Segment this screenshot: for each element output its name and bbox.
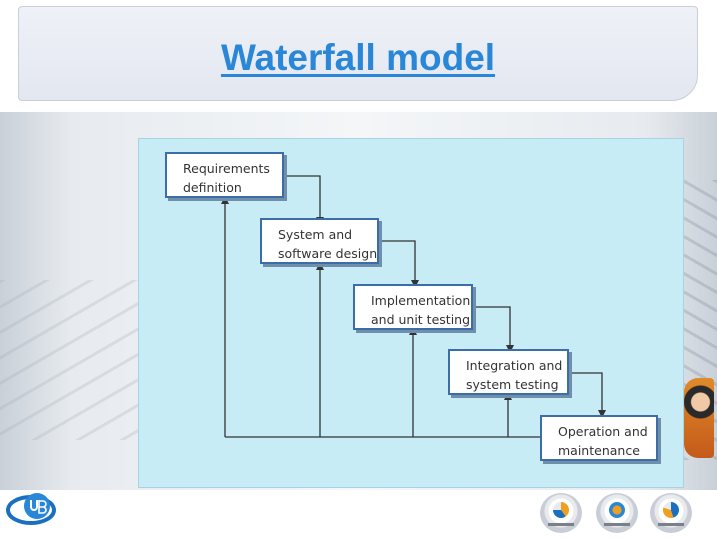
partner-badge-1-icon (553, 502, 569, 518)
box-face: Operation and maintenance (540, 415, 658, 461)
slide-title: Waterfall model (220, 37, 496, 78)
partner-badge-1-caption (548, 523, 574, 526)
diagram-connectors (221, 175, 606, 438)
stage-label-line-2: system testing (466, 377, 559, 392)
title-banner: Waterfall model (18, 6, 698, 101)
forward-arrow-3 (473, 306, 514, 353)
background-sketch-left (0, 280, 138, 440)
stage-label-line-1: System and (278, 227, 353, 242)
stage-system-software-design: System and software design (260, 218, 382, 267)
box-face: Integration and system testing (448, 349, 569, 395)
stage-label-line-1: Requirements (183, 161, 270, 176)
ub-logo-icon (6, 493, 56, 525)
box-face: Requirements definition (165, 152, 284, 198)
stage-label-line-1: Operation and (558, 424, 648, 439)
stage-label-line-1: Integration and (466, 358, 563, 373)
stage-implementation-unit-testing: Implementation and unit testing (353, 284, 476, 333)
partner-badge-2 (596, 493, 638, 533)
box-face: System and software design (260, 218, 379, 264)
stage-label-line-1: Implementation (371, 293, 471, 308)
partner-badge-3-caption (658, 523, 684, 526)
stage-label-line-2: maintenance (558, 443, 640, 458)
stage-label-line-2: and unit testing (371, 312, 471, 327)
forward-arrow-2 (379, 240, 419, 288)
background-character-illustration (684, 378, 714, 458)
box-face: Implementation and unit testing (353, 284, 473, 330)
stage-requirements-definition: Requirements definition (165, 152, 287, 201)
partner-badge-1 (540, 493, 582, 533)
stage-label-line-2: definition (183, 180, 242, 195)
partner-badge-3-icon (663, 502, 679, 518)
stage-integration-system-testing: Integration and system testing (448, 349, 572, 398)
forward-arrow-4 (569, 372, 606, 418)
stage-label-line-2: software design (278, 246, 378, 261)
partner-badge-3 (650, 493, 692, 533)
stage-operation-maintenance: Operation and maintenance (540, 415, 661, 464)
waterfall-diagram: Requirements definition System and softw… (138, 138, 684, 488)
partner-badge-2-icon (609, 502, 625, 518)
ub-logo (5, 488, 57, 530)
partner-badge-2-caption (604, 523, 630, 526)
forward-arrow-1 (284, 175, 324, 225)
